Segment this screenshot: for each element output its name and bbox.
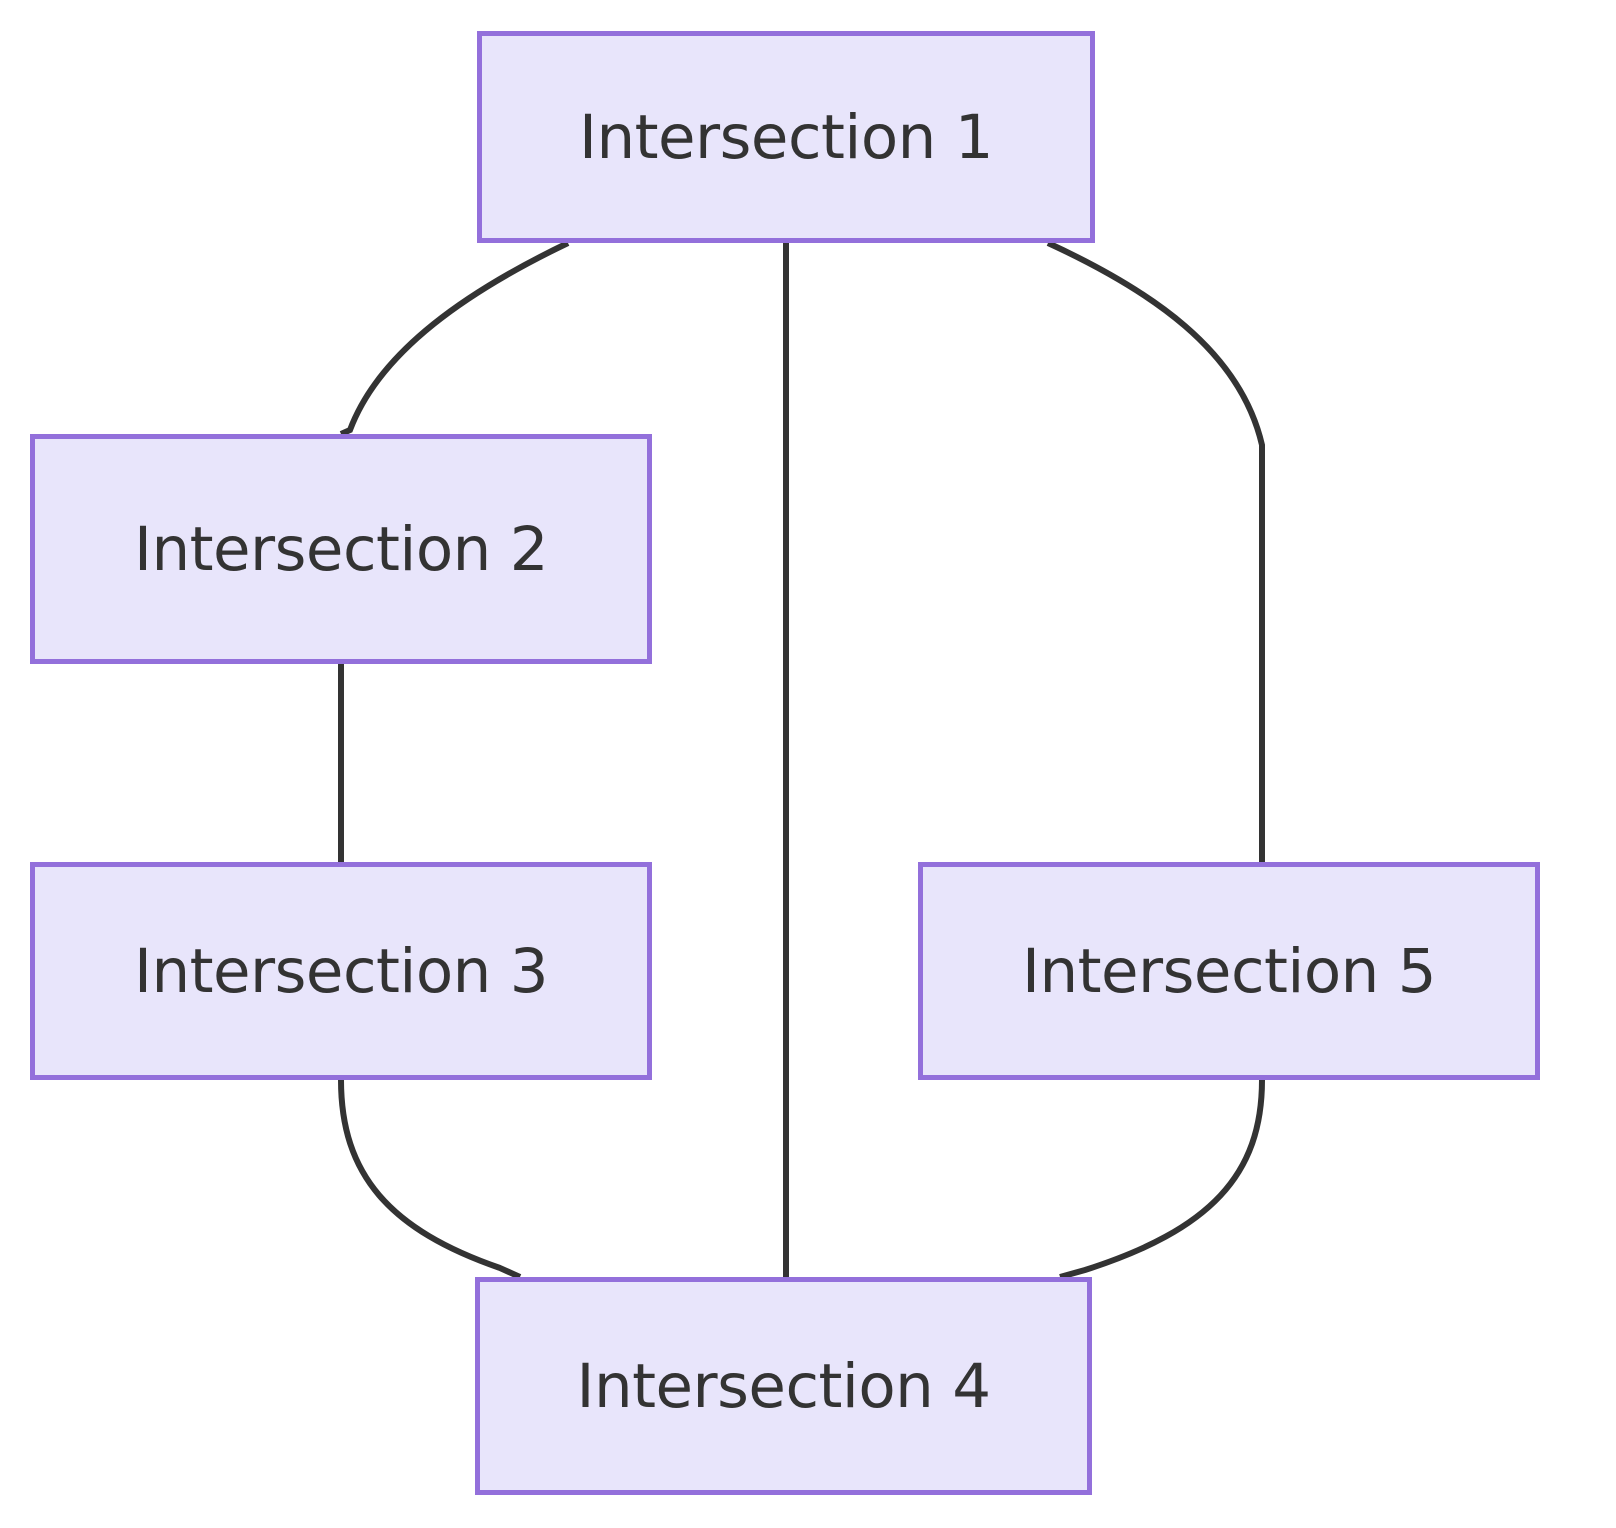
node-label: Intersection 4 xyxy=(576,1350,991,1422)
node-intersection-2[interactable]: Intersection 2 xyxy=(30,434,652,664)
edge-intersection1-to-intersection2 xyxy=(339,240,570,437)
node-intersection-5[interactable]: Intersection 5 xyxy=(918,862,1540,1080)
edge-intersection1-to-intersection5 xyxy=(1046,240,1265,862)
node-label: Intersection 1 xyxy=(578,101,994,173)
node-intersection-1[interactable]: Intersection 1 xyxy=(477,31,1095,243)
node-intersection-4[interactable]: Intersection 4 xyxy=(475,1277,1092,1495)
node-label: Intersection 5 xyxy=(1021,935,1437,1007)
node-intersection-3[interactable]: Intersection 3 xyxy=(30,862,652,1080)
edge-intersection5-to-intersection4 xyxy=(1059,1079,1265,1280)
edge-intersection3-to-intersection4 xyxy=(338,1079,522,1280)
node-label: Intersection 3 xyxy=(133,935,549,1007)
node-label: Intersection 2 xyxy=(133,513,549,585)
